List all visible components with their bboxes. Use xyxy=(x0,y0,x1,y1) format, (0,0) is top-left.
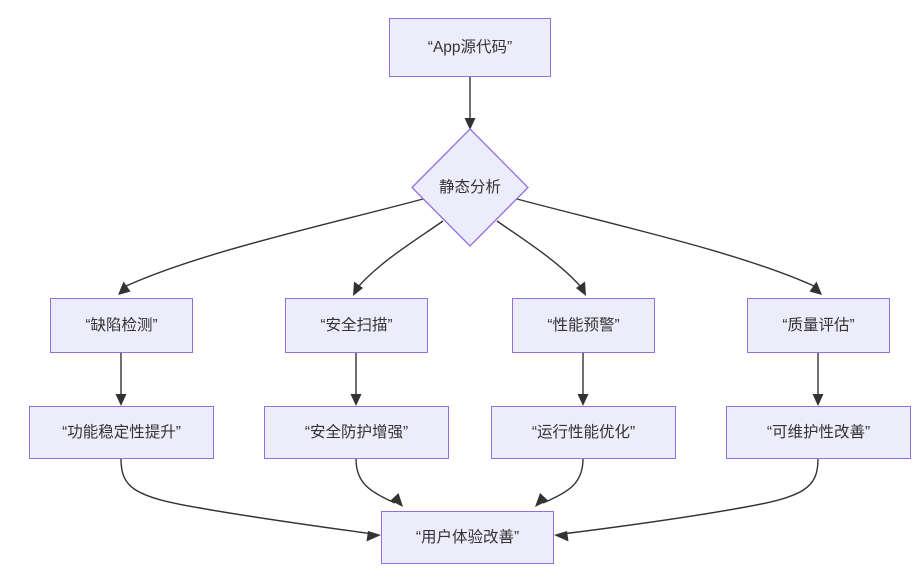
node-runtime-performance-label: “运行性能优化” xyxy=(531,423,636,441)
edge-maintainability-to-user-experience xyxy=(554,458,819,542)
edge-analysis-to-quality-assessment xyxy=(516,198,822,295)
edge-performance-alert-to-runtime-performance xyxy=(577,353,589,406)
node-performance-alert-label: “性能预警” xyxy=(547,316,620,334)
edge-runtime-performance-to-user-experience xyxy=(535,458,584,507)
edge-analysis-to-defect-detection xyxy=(118,198,424,295)
edge-security-scan-to-security-protection xyxy=(350,353,362,406)
node-analysis-label: 静态分析 xyxy=(438,178,501,196)
node-quality-assessment[interactable]: “质量评估” xyxy=(747,298,890,353)
diamond-shape xyxy=(411,128,529,247)
node-security-scan[interactable]: “安全扫描” xyxy=(285,298,428,353)
node-quality-assessment-label: “质量评估” xyxy=(782,316,855,334)
node-security-scan-label: “安全扫描” xyxy=(320,316,393,334)
node-security-protection-label: “安全防护增强” xyxy=(304,423,409,441)
node-source-label: “App源代码” xyxy=(427,38,513,56)
node-analysis[interactable]: 静态分析 xyxy=(411,128,529,247)
node-function-stability[interactable]: “功能稳定性提升” xyxy=(29,406,214,459)
node-function-stability-label: “功能稳定性提升” xyxy=(62,423,181,441)
edge-source-to-analysis xyxy=(464,77,476,130)
node-performance-alert[interactable]: “性能预警” xyxy=(512,298,655,353)
edge-analysis-to-security-scan xyxy=(353,220,444,296)
edge-quality-assessment-to-maintainability xyxy=(812,353,824,406)
node-maintainability-label: “可维护性改善” xyxy=(766,423,871,441)
node-user-experience[interactable]: “用户体验改善” xyxy=(381,511,554,564)
edge-analysis-to-performance-alert xyxy=(496,220,586,296)
node-defect-detection[interactable]: “缺陷检测” xyxy=(50,298,193,353)
node-user-experience-label: “用户体验改善” xyxy=(415,528,520,546)
node-runtime-performance[interactable]: “运行性能优化” xyxy=(491,406,676,459)
node-defect-detection-label: “缺陷检测” xyxy=(85,316,158,334)
edge-security-protection-to-user-experience xyxy=(355,458,403,507)
edge-function-stability-to-user-experience xyxy=(120,458,381,542)
node-maintainability[interactable]: “可维护性改善” xyxy=(726,406,911,459)
edge-defect-detection-to-function-stability xyxy=(115,353,127,406)
node-source[interactable]: “App源代码” xyxy=(389,18,551,77)
node-security-protection[interactable]: “安全防护增强” xyxy=(264,406,449,459)
